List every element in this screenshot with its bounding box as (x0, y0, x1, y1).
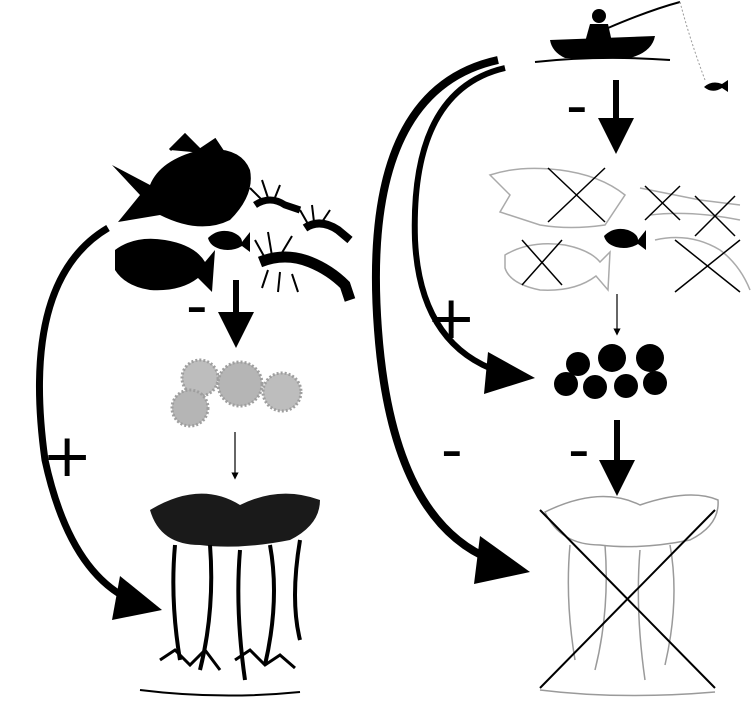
x-mark (645, 186, 680, 220)
faded-fish-outline (505, 244, 610, 290)
depleted-predator-group (490, 168, 750, 292)
x-mark (540, 510, 715, 688)
urchin-icon (218, 362, 262, 406)
lobster-icon (250, 180, 300, 210)
predator-fish-group (112, 135, 350, 300)
right-panel: - - (376, 2, 750, 696)
urchin-icon (583, 375, 607, 399)
faded-lobster-outline (655, 238, 750, 290)
arrowhead-predators-to-kelp (112, 576, 162, 620)
urchin-icon (643, 371, 667, 395)
curved-arrow-predators-to-kelp (39, 228, 135, 602)
left-panel: - + (39, 135, 350, 696)
urchin-icon (566, 352, 590, 376)
minus-sign-right-urchins-kelp: - (568, 415, 590, 485)
arrowhead-fishing-to-urchins (484, 352, 535, 394)
hooked-fish-icon (704, 80, 728, 92)
lobster-icon (300, 205, 350, 240)
urchin-icon (598, 344, 626, 372)
plus-sign-left-predators-kelp: + (42, 421, 92, 491)
plus-sign-right-fishing-urchins: + (426, 283, 476, 353)
fisher-boat-icon (535, 9, 670, 62)
minus-sign-right-fishing-kelp: - (441, 415, 463, 485)
lobster-icon (255, 232, 350, 300)
minus-sign-left-predators-urchins: - (186, 271, 208, 341)
large-fish-icon (112, 135, 251, 226)
x-mark (675, 240, 740, 292)
x-mark (522, 240, 562, 285)
x-mark (548, 168, 605, 222)
urchin-icon (263, 373, 301, 411)
arrowhead-fishing-to-kelp (474, 536, 530, 584)
urchin-icon (554, 372, 578, 396)
black-urchin-group (554, 344, 667, 399)
grey-urchin-group (172, 360, 301, 426)
small-fish-icon (604, 229, 646, 250)
kelp-forest-icon (140, 494, 320, 696)
urchin-icon (636, 344, 664, 372)
faded-lobster-outline (640, 188, 740, 220)
urchin-icon (172, 390, 208, 426)
tiny-fish-icon (208, 231, 250, 252)
depleted-kelp-icon (540, 495, 718, 696)
urchin-icon (614, 374, 638, 398)
minus-sign-right-fishing-predators: - (566, 71, 588, 141)
